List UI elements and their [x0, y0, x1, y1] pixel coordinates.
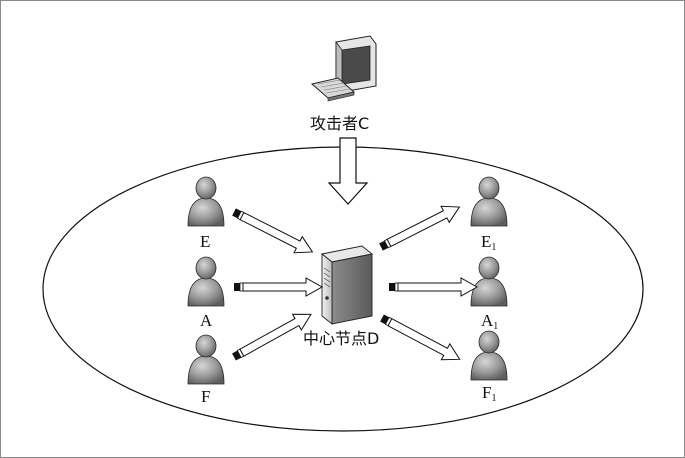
node-label-f1-sub: 1 — [491, 393, 497, 404]
attack-arrow — [327, 137, 369, 205]
node-label-f1: F1 — [482, 384, 496, 404]
center-node-label: 中心节点D — [303, 329, 380, 348]
arrow-e-to-center — [229, 203, 317, 261]
person-icon-a — [187, 256, 225, 307]
arrow-a-to-center — [233, 277, 323, 297]
node-label-f: F — [201, 387, 211, 406]
node-label-a1-name: A — [481, 311, 494, 330]
person-icon-e — [187, 176, 225, 227]
person-icon-a1 — [470, 256, 508, 307]
person-icon-f1 — [470, 330, 508, 381]
person-icon-e1 — [470, 176, 508, 227]
node-label-a1-sub: 1 — [493, 321, 499, 332]
node-label-e1-name: E — [481, 232, 492, 251]
node-label-e: E — [200, 232, 211, 251]
node-label-e1-sub: 1 — [491, 242, 497, 253]
node-label-e1: E1 — [481, 233, 496, 253]
node-label-a1: A1 — [481, 312, 498, 332]
person-icon-f — [187, 334, 225, 385]
node-label-a: A — [200, 311, 213, 330]
arrow-center-to-f1 — [377, 309, 465, 368]
server-icon — [320, 245, 374, 325]
node-label-f1-name: F — [482, 383, 492, 402]
arrow-center-to-e1 — [376, 198, 464, 256]
arrow-center-to-a1 — [388, 277, 478, 297]
attacker-label: 攻击者C — [310, 114, 370, 133]
computer-icon — [310, 35, 377, 102]
